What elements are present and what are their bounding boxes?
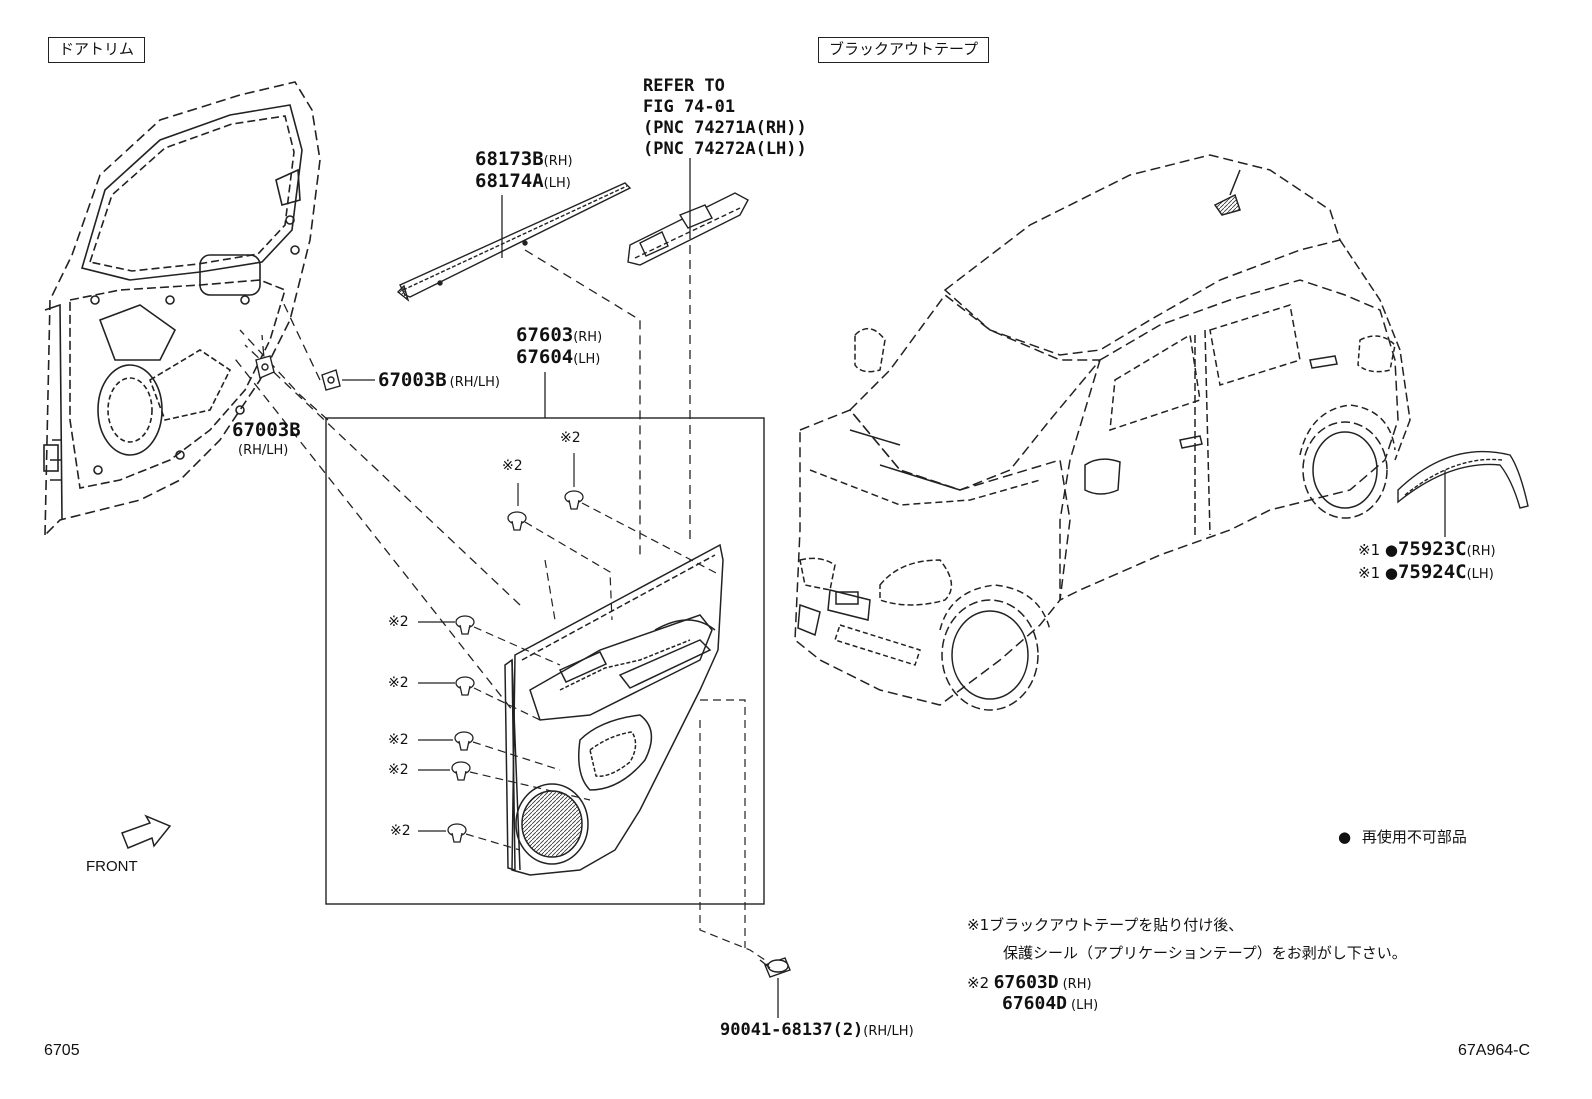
part-label-68173b[interactable]: 68173B(RH) <box>475 150 573 169</box>
part-label-67003b-center[interactable]: 67003B(RH/LH) <box>378 371 500 390</box>
part-side: (RH) <box>1466 544 1496 559</box>
part-code: 67003B <box>232 419 301 441</box>
page-number: 6705 <box>44 1042 80 1059</box>
clip-67003b-center <box>321 369 341 391</box>
part-mark: ※1 ● <box>1358 541 1398 559</box>
reference-note: REFER TO FIG 74-01 (PNC 74271A(RH)) (PNC… <box>643 76 807 160</box>
legend-text: 再使用不可部品 <box>1361 828 1467 846</box>
note-1: ※1ブラックアウトテープを貼り付け後、 <box>967 918 1243 933</box>
part-side: (LH) <box>573 352 601 367</box>
part-label-75923c[interactable]: ※1 ●75923C(RH) <box>1358 540 1496 559</box>
screw-90041-illustration <box>759 957 791 978</box>
note-2: ※2 67603D(RH) <box>967 974 1092 992</box>
part-mark: ※1 ● <box>1358 564 1398 582</box>
part-side: (RH/LH) <box>449 375 500 390</box>
part-label-67603[interactable]: 67603(RH) <box>516 326 602 345</box>
front-label: FRONT <box>86 858 138 875</box>
part-code: 67003B <box>378 369 447 391</box>
door-frame-illustration <box>43 81 321 537</box>
note-2-mark: ※2 <box>967 974 990 992</box>
part-side: (RH/LH) <box>863 1024 914 1039</box>
clip-mark: ※2 <box>388 614 409 630</box>
part-label-75924c[interactable]: ※1 ●75924C(LH) <box>1358 563 1494 582</box>
switch-bezel-illustration <box>627 192 749 266</box>
part-code: 75923C <box>1397 538 1467 560</box>
reference-line-3: (PNC 74271A(RH)) <box>643 118 807 138</box>
reference-line-4: (PNC 74272A(LH)) <box>643 139 807 159</box>
note-2-side-1: (RH) <box>1062 977 1092 992</box>
clip-mark: ※2 <box>502 458 523 474</box>
note-2-side-2: (LH) <box>1071 998 1099 1013</box>
figure-id: 67A964-C <box>1458 1042 1531 1059</box>
clip-mark: ※2 <box>390 823 411 839</box>
vehicle-illustration <box>794 154 1411 711</box>
part-side: (RH) <box>543 154 573 169</box>
clip-leaders <box>418 453 575 832</box>
part-code: 90041-68137(2) <box>720 1020 864 1040</box>
section-title-door-trim: ドアトリム <box>48 37 146 63</box>
clip-mark: ※2 <box>560 430 581 446</box>
front-arrow-icon <box>121 814 172 849</box>
part-label-90041[interactable]: 90041-68137(2)(RH/LH) <box>720 1022 914 1039</box>
part-code: 75924C <box>1397 561 1467 583</box>
belt-moulding-illustration <box>396 182 632 302</box>
leader-lines-door <box>231 299 521 721</box>
part-code: 67604 <box>516 346 574 368</box>
part-label-67003b-door[interactable]: 67003B (RH/LH) <box>232 419 301 458</box>
part-code: 68174A <box>475 170 544 192</box>
clip-67003b-door <box>255 355 275 379</box>
part-side: (RH/LH) <box>238 443 289 458</box>
part-side: (RH) <box>573 330 603 345</box>
note-2-code-1: 67603D <box>993 972 1059 993</box>
clip-mark: ※2 <box>388 762 409 778</box>
legend-non-reusable: ● 再使用不可部品 <box>1338 830 1467 845</box>
wheel-arch-moulding-illustration <box>1397 450 1529 509</box>
legend-bullet-icon: ● <box>1338 828 1352 846</box>
clip-dashed-leaders <box>465 502 721 851</box>
reference-line-1: REFER TO <box>643 76 725 96</box>
note-2-code-2: 67604D <box>1002 993 1068 1014</box>
part-label-68174a[interactable]: 68174A(LH) <box>475 172 571 191</box>
reference-line-2: FIG 74-01 <box>643 97 736 117</box>
note-1-line-2: 保護シール（アプリケーションテープ）をお剥がし下さい。 <box>1003 944 1407 962</box>
clip-mark: ※2 <box>388 675 409 691</box>
note-1-line-1: ブラックアウトテープを貼り付け後、 <box>989 916 1244 934</box>
clip-group <box>447 490 584 843</box>
part-code: 67603 <box>516 324 574 346</box>
part-side: (LH) <box>543 176 571 191</box>
door-trim-panel-illustration <box>504 543 724 876</box>
note-2-line-2: 67604D(LH) <box>1002 995 1098 1013</box>
part-label-67604[interactable]: 67604(LH) <box>516 348 600 367</box>
part-code: 68173B <box>475 148 544 170</box>
note-1-mark: ※1 <box>967 916 990 934</box>
section-title-blackout-tape: ブラックアウトテープ <box>818 37 990 63</box>
part-side: (LH) <box>1466 567 1494 582</box>
clip-mark: ※2 <box>388 732 409 748</box>
